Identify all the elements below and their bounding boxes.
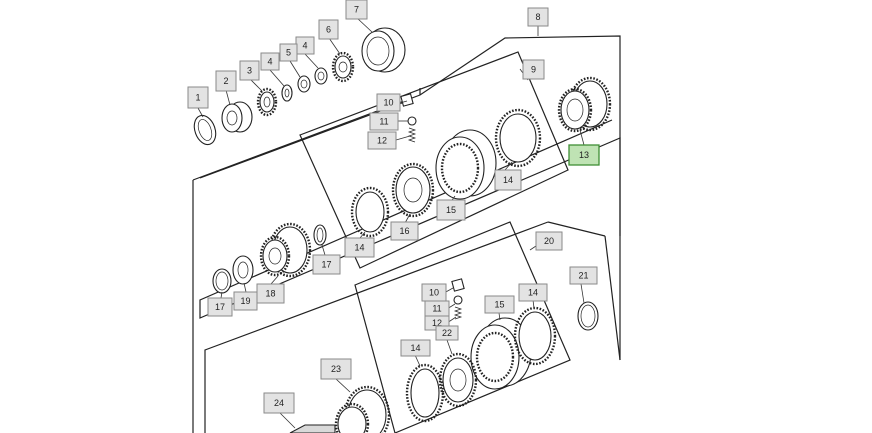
sync-ring-14-upper-right — [494, 108, 542, 168]
callout-14-lower-right[interactable]: 14 — [518, 283, 548, 302]
gear-18 — [259, 222, 312, 278]
sync-ring-14-upper-left — [350, 186, 390, 238]
callout-6[interactable]: 6 — [318, 19, 339, 40]
svg-text:14: 14 — [528, 288, 538, 298]
svg-text:12: 12 — [432, 318, 442, 328]
svg-text:7: 7 — [354, 5, 359, 15]
svg-text:19: 19 — [240, 296, 250, 306]
svg-text:15: 15 — [446, 205, 456, 215]
callout-7[interactable]: 7 — [345, 0, 368, 20]
callout-18[interactable]: 18 — [256, 283, 285, 304]
callout-10-upper[interactable]: 10 — [376, 93, 401, 112]
svg-text:8: 8 — [535, 12, 540, 22]
snap-ring-17-left — [212, 268, 232, 294]
callout-14-upper-right[interactable]: 14 — [494, 169, 522, 191]
callout-2[interactable]: 2 — [215, 70, 237, 92]
gear-3 — [256, 87, 278, 117]
sleeve-15-lower — [470, 317, 532, 390]
callout-15-lower[interactable]: 15 — [484, 295, 515, 314]
washer-4a — [281, 84, 293, 102]
sleeve-15-upper — [435, 129, 497, 200]
callout-14-upper-left[interactable]: 14 — [344, 237, 375, 258]
synchronizer-box-lower — [354, 221, 571, 433]
svg-text:13: 13 — [579, 150, 589, 160]
spring-12-upper — [407, 127, 417, 143]
callout-15-upper[interactable]: 15 — [436, 199, 466, 221]
synchronizer-box-upper — [299, 51, 569, 269]
sync-ring-14-lower-left — [405, 363, 445, 423]
callout-17-right[interactable]: 17 — [312, 254, 341, 275]
svg-text:17: 17 — [215, 302, 225, 312]
svg-text:24: 24 — [274, 398, 284, 408]
callout-19[interactable]: 19 — [233, 291, 258, 311]
gear-23 — [334, 385, 391, 433]
bearing-19 — [232, 255, 254, 285]
snap-ring-17-right — [313, 224, 327, 246]
callout-16[interactable]: 16 — [390, 221, 419, 241]
washer-4b — [314, 67, 328, 85]
svg-text:4: 4 — [302, 41, 307, 51]
svg-text:15: 15 — [494, 300, 504, 310]
svg-text:5: 5 — [286, 48, 291, 58]
callout-8[interactable]: 8 — [527, 7, 549, 27]
ball-11-upper — [407, 116, 417, 126]
callout-9[interactable]: 9 — [522, 59, 545, 80]
callout-20[interactable]: 20 — [535, 231, 563, 251]
svg-text:22: 22 — [442, 328, 452, 338]
svg-text:1: 1 — [195, 93, 200, 103]
callout-21[interactable]: 21 — [569, 266, 598, 285]
callout-12-upper[interactable]: 12 — [367, 131, 397, 150]
callout-3[interactable]: 3 — [239, 60, 260, 81]
callout-23[interactable]: 23 — [320, 358, 352, 380]
shaft-24 — [289, 424, 336, 433]
svg-text:10: 10 — [429, 288, 439, 298]
washer-5 — [297, 75, 311, 93]
hub-22 — [438, 352, 478, 408]
svg-text:20: 20 — [544, 236, 554, 246]
callout-1[interactable]: 1 — [187, 86, 209, 109]
svg-text:10: 10 — [383, 98, 393, 108]
sync-ring-14-lower-right — [513, 306, 557, 366]
svg-text:14: 14 — [410, 343, 420, 353]
svg-text:4: 4 — [267, 57, 272, 67]
callout-14-lower-left[interactable]: 14 — [400, 339, 431, 357]
svg-text:21: 21 — [578, 271, 588, 281]
callout-4a[interactable]: 4 — [260, 52, 280, 71]
hub-16-upper — [391, 162, 435, 218]
svg-text:18: 18 — [265, 289, 275, 299]
housing-ring-7 — [361, 27, 406, 73]
callout-4b[interactable]: 4 — [295, 36, 315, 55]
gear-6 — [331, 51, 355, 83]
svg-text:9: 9 — [531, 65, 536, 75]
svg-text:14: 14 — [503, 175, 513, 185]
callout-22[interactable]: 22 — [435, 325, 459, 341]
svg-text:2: 2 — [223, 76, 228, 86]
svg-text:6: 6 — [326, 25, 331, 35]
spring-12-lower — [453, 306, 463, 320]
snap-ring-1 — [193, 114, 217, 146]
ball-11-lower — [453, 295, 463, 305]
svg-text:23: 23 — [331, 364, 341, 374]
svg-text:3: 3 — [247, 66, 252, 76]
svg-text:11: 11 — [432, 304, 441, 314]
callout-11-lower[interactable]: 11 — [424, 300, 450, 317]
callout-24[interactable]: 24 — [263, 392, 295, 414]
snap-ring-21 — [577, 301, 599, 331]
callout-17-left[interactable]: 17 — [207, 297, 233, 317]
callout-5[interactable]: 5 — [279, 43, 298, 62]
bearing-2 — [221, 101, 253, 133]
svg-text:17: 17 — [321, 260, 331, 270]
svg-text:16: 16 — [399, 226, 409, 236]
svg-text:12: 12 — [377, 136, 387, 146]
gear-13 — [557, 76, 612, 133]
shift-key-10-upper — [400, 93, 414, 107]
callout-10-lower[interactable]: 10 — [421, 283, 447, 302]
svg-text:14: 14 — [354, 243, 364, 253]
svg-text:11: 11 — [379, 117, 388, 127]
shift-key-10-lower — [451, 278, 465, 292]
lower-assembly-frame — [204, 221, 621, 433]
callout-13[interactable]: 13 — [568, 144, 600, 166]
callout-11-upper[interactable]: 11 — [369, 112, 399, 131]
